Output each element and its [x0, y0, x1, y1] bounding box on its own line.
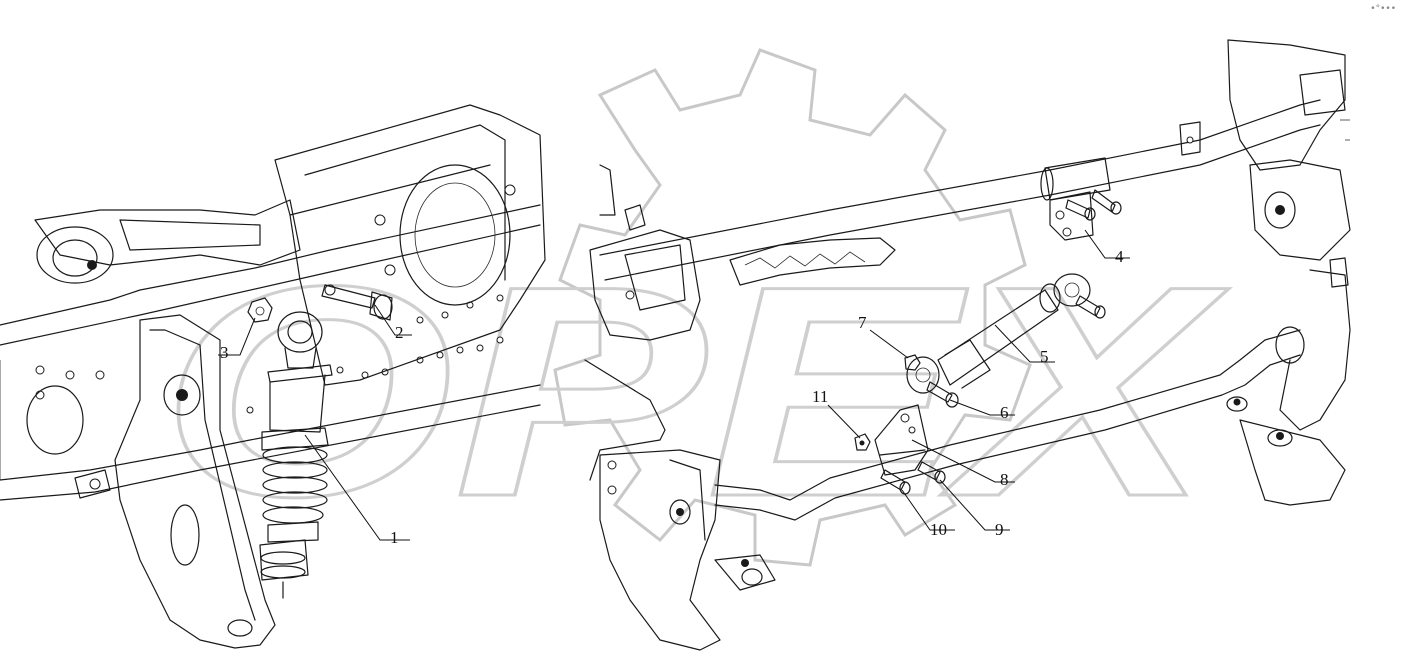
- callout-9: 9: [995, 520, 1004, 539]
- leader-1: [304, 434, 410, 541]
- leader-6: [949, 399, 1015, 416]
- leader-4: [1084, 229, 1130, 259]
- part-11-nut: [854, 433, 871, 451]
- leader-3: [218, 317, 256, 356]
- leader-5: [994, 324, 1055, 363]
- left-frame-rail: [0, 204, 541, 501]
- callout-2: 2: [395, 323, 404, 342]
- leader-7: [869, 329, 909, 359]
- callout-5: 5: [1040, 347, 1049, 366]
- part-1-shock-absorber: [259, 311, 333, 599]
- callout-11: 11: [812, 387, 828, 406]
- watermark-logo: OPEX: [159, 48, 1231, 567]
- callout-6: 6: [1000, 403, 1009, 422]
- corner-glyph: •°•••: [1370, 4, 1396, 14]
- callout-10: 10: [930, 520, 947, 539]
- part-7-nut: [904, 354, 921, 371]
- callout-3: 3: [220, 343, 229, 362]
- part-2-bolt: [321, 284, 393, 321]
- callout-labels: 1 2 3 4 5 6 7 8 9 10 11: [220, 247, 1124, 547]
- left-cab-bracket: [274, 104, 546, 386]
- part-8-bracket: [874, 404, 929, 476]
- upper-arm: [34, 199, 301, 284]
- centre-lower-mount: [584, 359, 776, 651]
- watermark-gear: [553, 48, 1032, 567]
- callout-4: 4: [1115, 247, 1124, 266]
- centre-frame-bracket: [589, 164, 896, 341]
- leader-11: [827, 404, 861, 439]
- leader-lines: [218, 229, 1130, 541]
- callout-8: 8: [1000, 470, 1009, 489]
- part-3-nut: [247, 297, 273, 323]
- leader-2: [374, 304, 412, 336]
- leader-10: [901, 489, 955, 531]
- part-6-bolt: [926, 381, 959, 408]
- left-lower-mount: [74, 314, 276, 649]
- part-5-damper: [906, 273, 1106, 394]
- leader-9: [939, 479, 1010, 531]
- part-9-bolt: [917, 461, 946, 484]
- watermark-text: OPEX: [160, 223, 1230, 559]
- part-4-bracket: [1049, 189, 1122, 241]
- callout-7: 7: [858, 313, 867, 332]
- leader-8: [911, 439, 1015, 483]
- callout-1: 1: [390, 528, 399, 547]
- right-frame-structure: [1226, 39, 1351, 506]
